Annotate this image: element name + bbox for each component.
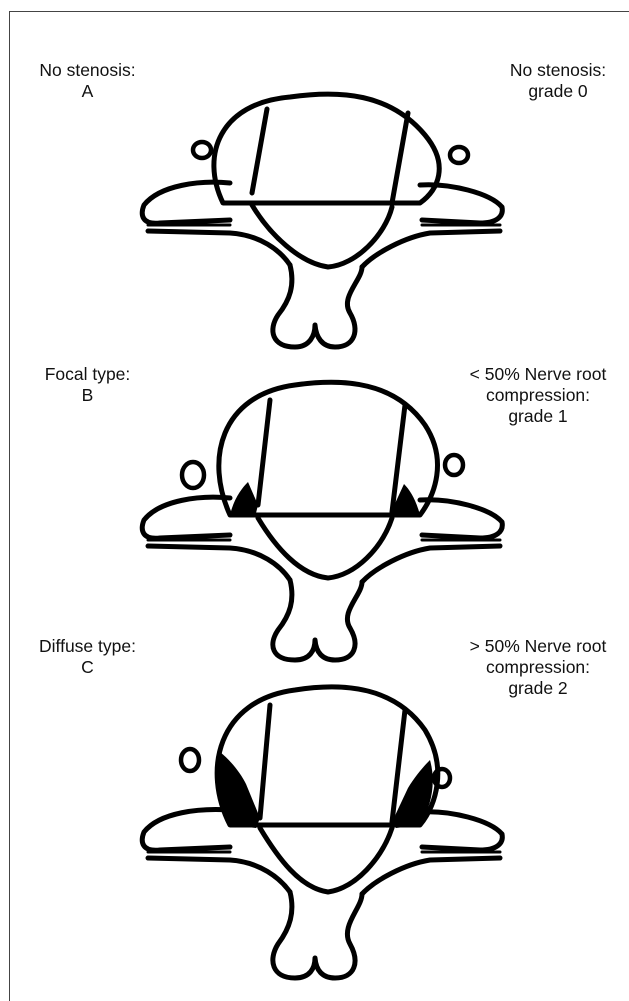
facet-right [445,455,463,475]
grade-label-0-line1: No stenosis: [493,60,623,81]
vertebra-c [130,660,510,980]
type-label-a-line1: No stenosis: [20,60,155,81]
vertebra-c-drawing [130,660,510,990]
transverse-left [142,497,230,538]
type-label-c-line1: Diffuse type: [20,636,155,657]
spinous-process [273,892,362,978]
stenosis-shading-left [230,482,258,517]
facet-left [182,462,204,488]
vertebral-body [214,94,439,203]
panel-a: No stenosis: A No stenosis: grade 0 [0,0,629,310]
canal-wall-left [258,400,270,505]
transverse-right [420,812,502,850]
canal-wall-right [392,113,408,203]
stenosis-shading-left [215,752,260,828]
panel-b: Focal type: B < 50% Nerve root compressi… [0,300,629,610]
canal-wall-left [260,705,270,818]
facet-left [193,142,211,158]
grade-label-0: No stenosis: grade 0 [493,60,623,102]
facet-right [450,147,468,163]
grade-label-0-line2: grade 0 [493,81,623,102]
canal-wall-left [252,109,267,193]
grade-label-2-line1: > 50% Nerve root [453,636,623,657]
panel-c: Diffuse type: C > 50% Nerve root compres… [0,630,629,940]
transverse-left [142,810,230,851]
transverse-right [420,500,502,538]
facet-left [181,749,199,771]
vertebra-b-drawing [130,370,510,670]
